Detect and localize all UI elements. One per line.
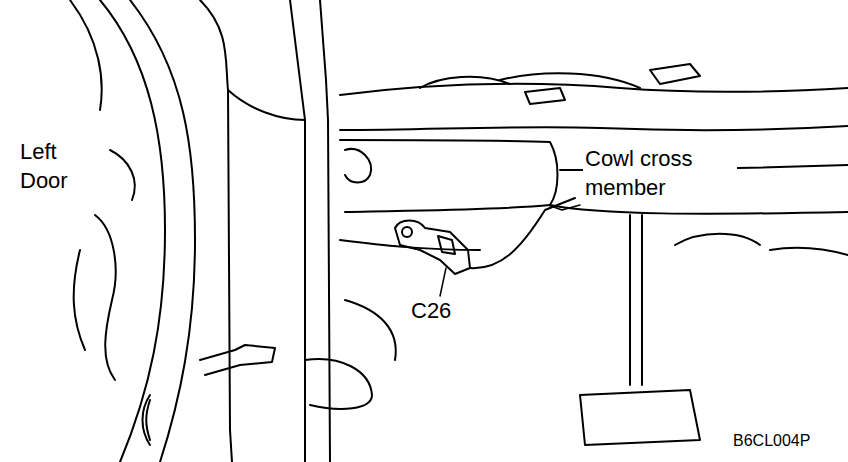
connector [395,221,470,275]
harness [420,77,510,88]
leader-line [548,205,580,210]
dash-detail [675,234,760,245]
pedal-pad [580,390,700,445]
bracket [305,359,372,409]
dash-panel [340,140,558,212]
harness [500,73,640,88]
door-speaker [74,250,85,350]
door-detail [70,0,102,110]
figure-code: B6CL004P [731,431,812,452]
connector-face [438,236,455,254]
fitting [200,345,275,375]
pedal-arm [641,215,643,385]
clip [650,64,700,84]
cowl-tube [340,84,848,95]
bolt [345,149,371,182]
door-detail [146,400,150,440]
pillar [200,0,232,462]
connector-hole [402,227,412,237]
pedal-arm [629,215,631,385]
leader-line [440,268,446,296]
door-detail [143,395,151,445]
part-label: Cowl cross member [583,145,737,202]
pillar [228,90,305,120]
door-detail [110,150,135,200]
clip [525,88,565,104]
pillar [290,0,305,462]
dash-panel [550,205,848,214]
door-edge [100,0,165,462]
dash-detail [770,248,848,255]
door-speaker [95,215,116,380]
door-edge [130,0,195,462]
pillar [320,0,330,462]
connector-label: C26 [409,297,453,326]
cowl-tube [340,126,848,130]
part-label: Left Door [18,138,84,195]
dash-panel [345,300,396,360]
